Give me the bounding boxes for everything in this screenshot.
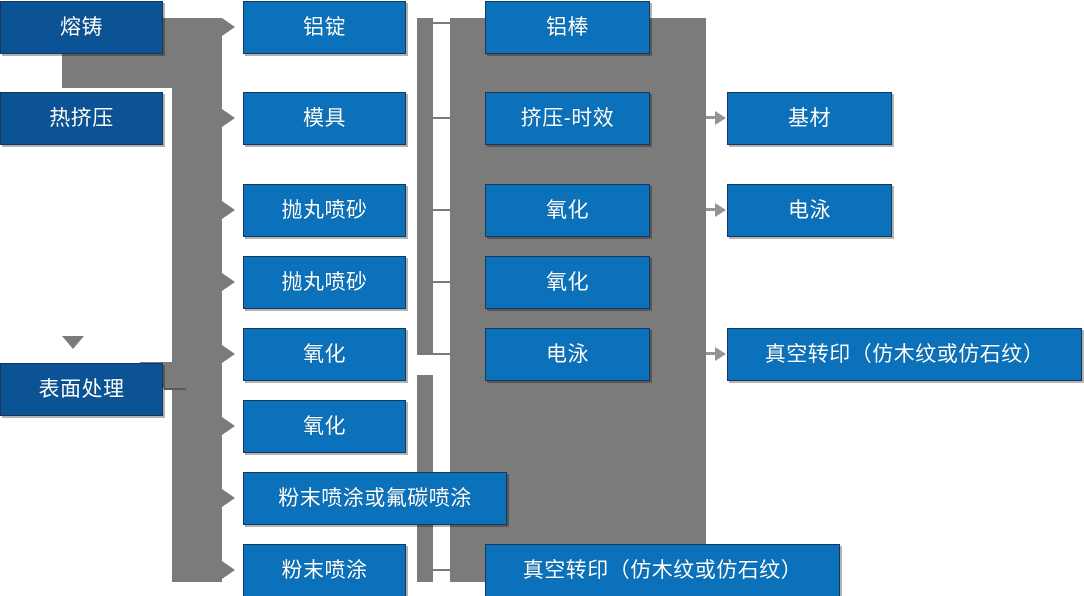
process-label-4: 氧化 [546, 271, 589, 294]
material-label-7: 粉末喷涂或氟碳喷涂 [278, 487, 472, 510]
stage-label-3: 表面处理 [38, 378, 125, 401]
output-label-1: 基材 [788, 107, 831, 130]
arrow-stem-out-2 [706, 208, 716, 211]
connector-mid-stub-3 [433, 209, 455, 211]
connector-arrow-mat-5 [222, 345, 235, 363]
connector-mid-stub-1 [433, 22, 455, 24]
connector-mid-stub-6 [433, 569, 455, 571]
material-label-4: 抛丸喷砂 [281, 271, 368, 294]
material-box-6[interactable]: 氧化 [243, 400, 406, 453]
process-box-5[interactable]: 电泳 [485, 328, 650, 381]
material-box-2[interactable]: 模具 [243, 92, 406, 145]
connector-arrow-mat-3 [222, 201, 235, 219]
material-box-5[interactable]: 氧化 [243, 328, 406, 381]
connector-surface-link [164, 388, 186, 390]
material-box-1[interactable]: 铝锭 [243, 1, 406, 54]
process-box-6[interactable]: 真空转印（仿木纹或仿石纹） [485, 544, 840, 596]
connector-arrow-mat-4 [222, 273, 235, 291]
process-box-2[interactable]: 挤压-时效 [485, 92, 650, 145]
connector-arrow-mat-1 [222, 18, 235, 36]
output-box-2[interactable]: 电泳 [727, 184, 892, 237]
output-label-3: 真空转印（仿木纹或仿石纹） [764, 343, 1045, 366]
stage-box-3[interactable]: 表面处理 [0, 363, 163, 416]
connector-arrow-mat-8 [222, 561, 235, 579]
material-label-3: 抛丸喷砂 [281, 199, 368, 222]
process-box-3[interactable]: 氧化 [485, 184, 650, 237]
arrow-out-1 [715, 111, 726, 125]
stage-label-2: 热挤压 [49, 107, 114, 130]
material-box-3[interactable]: 抛丸喷砂 [243, 184, 406, 237]
output-box-1[interactable]: 基材 [727, 92, 892, 145]
connector-stage-down-arrow-2 [62, 336, 84, 349]
material-box-4[interactable]: 抛丸喷砂 [243, 256, 406, 309]
material-label-2: 模具 [303, 107, 346, 130]
arrow-stem-out-1 [706, 116, 716, 119]
arrow-out-3 [715, 347, 726, 361]
connector-stage-trunk-main [172, 18, 222, 582]
process-label-6: 真空转印（仿木纹或仿石纹） [522, 559, 803, 582]
material-label-6: 氧化 [303, 415, 346, 438]
process-box-1[interactable]: 铝棒 [485, 1, 650, 54]
process-label-5: 电泳 [546, 343, 589, 366]
process-box-4[interactable]: 氧化 [485, 256, 650, 309]
material-label-8: 粉末喷涂 [281, 559, 368, 582]
process-label-1: 铝棒 [546, 16, 589, 39]
arrow-out-2 [715, 203, 726, 217]
connector-mid-stub-4 [433, 281, 455, 283]
connector-arrow-mat-2 [222, 109, 235, 127]
process-label-2: 挤压-时效 [520, 107, 615, 130]
material-box-8[interactable]: 粉末喷涂 [243, 544, 406, 596]
material-box-7[interactable]: 粉末喷涂或氟碳喷涂 [243, 472, 507, 525]
process-label-3: 氧化 [546, 199, 589, 222]
stage-label-1: 熔铸 [60, 16, 103, 39]
stage-box-2[interactable]: 热挤压 [0, 92, 163, 145]
stage-box-1[interactable]: 熔铸 [0, 1, 163, 54]
connector-mid-stub-5 [433, 353, 455, 355]
connector-arrow-mat-7 [222, 489, 235, 507]
connector-arrow-mat-6 [222, 417, 235, 435]
connector-mid-stub-2 [433, 117, 455, 119]
connector-mid-bar-upper [417, 18, 433, 355]
connector-stage-down-arrow-1 [62, 72, 84, 85]
arrow-stem-out-3 [706, 352, 716, 355]
material-label-1: 铝锭 [303, 16, 346, 39]
output-box-3[interactable]: 真空转印（仿木纹或仿石纹） [727, 328, 1082, 381]
material-label-5: 氧化 [303, 343, 346, 366]
output-label-2: 电泳 [788, 199, 831, 222]
